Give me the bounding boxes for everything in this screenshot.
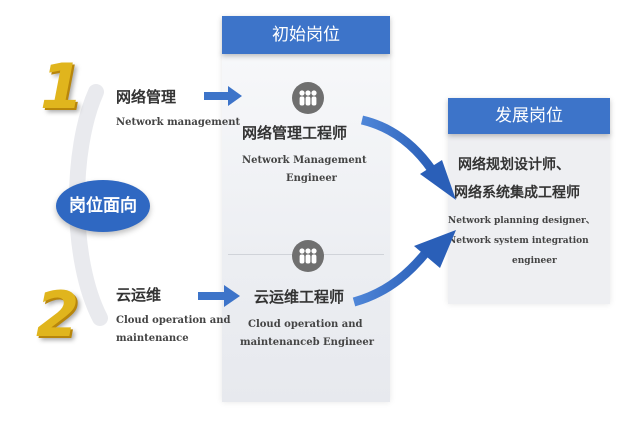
- arrow-curve-upper: [360, 115, 436, 173]
- dev-role-cn-line2: 网络系统集成工程师: [454, 185, 580, 201]
- track-network-management-en: Network management: [116, 117, 241, 128]
- number-two: 2: [36, 278, 80, 351]
- dev-role-en-line2: Network system integration: [448, 236, 589, 246]
- initial-roles-header: 初始岗位: [222, 16, 390, 54]
- people-group-icon: [292, 82, 324, 114]
- number-one: 1: [40, 50, 84, 123]
- track-cloud-ops-cn: 云运维: [116, 286, 162, 304]
- arrow-track2: [198, 285, 240, 307]
- dev-role-en-line3: engineer: [512, 256, 557, 266]
- role-cloud-engineer-cn: 云运维工程师: [254, 288, 345, 306]
- role-network-engineer-en-line2: Engineer: [286, 173, 337, 184]
- track-network-management-cn: 网络管理: [116, 88, 177, 106]
- development-roles-panel: [448, 132, 610, 304]
- role-network-engineer-en-line1: Network Management: [242, 155, 367, 166]
- dev-role-en-line1: Network planning designer、: [448, 216, 595, 226]
- arrow-curve-lower: [352, 247, 432, 307]
- job-orientation-badge: 岗位面向: [56, 180, 150, 232]
- role-cloud-engineer-en-line1: Cloud operation and: [248, 319, 363, 330]
- role-network-engineer-cn: 网络管理工程师: [242, 124, 348, 142]
- track-cloud-ops-en-line2: maintenance: [116, 333, 189, 344]
- development-roles-header: 发展岗位: [448, 98, 610, 134]
- role-cloud-engineer-en-line2: maintenanceb Engineer: [240, 337, 375, 348]
- people-group-icon: [292, 240, 324, 272]
- track-cloud-ops-en-line1: Cloud operation and: [116, 315, 231, 326]
- dev-role-cn-line1: 网络规划设计师、: [458, 157, 570, 173]
- arrow-track1: [204, 86, 242, 106]
